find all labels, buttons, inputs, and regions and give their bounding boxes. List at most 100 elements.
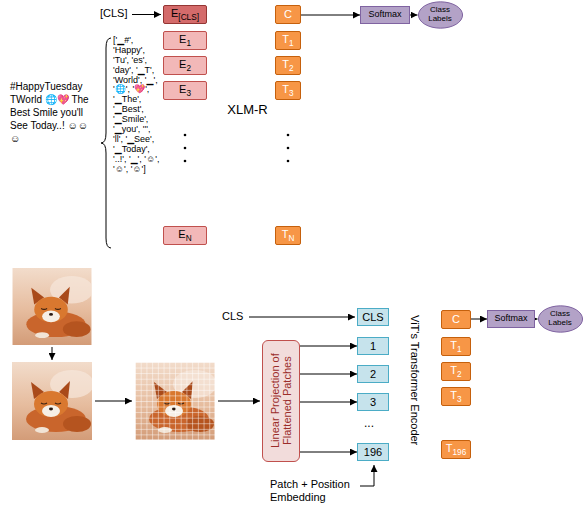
node-text: Class Labels <box>425 6 455 24</box>
output-box: T196 <box>441 440 471 459</box>
ellipsis: ... <box>364 416 374 430</box>
output-box: T1 <box>441 337 471 356</box>
embedding-box: E[CLS] <box>163 5 207 24</box>
projection-box: Linear Projection of Flattened Patches <box>262 340 300 462</box>
fox-photo-patches <box>135 362 217 440</box>
output-box: TN <box>275 226 301 245</box>
embedding-box: E2 <box>163 56 207 75</box>
node-text: T1 <box>282 33 293 48</box>
class-ellipse: Class Labels <box>538 305 583 333</box>
node-text: T3 <box>450 389 461 404</box>
node-label: E <box>178 228 185 240</box>
node-label: C <box>284 8 292 20</box>
node-label: T <box>282 83 289 95</box>
drawing-part <box>13 268 94 345</box>
node-label: 3 <box>370 396 376 408</box>
node-label: 2 <box>457 370 462 379</box>
node-label: 3 <box>457 395 462 404</box>
node-label: T <box>282 228 289 240</box>
embedding-box: E1 <box>163 31 207 50</box>
drawing-part <box>12 362 94 440</box>
drawing-part <box>249 317 355 318</box>
node-text: 1 <box>370 340 376 352</box>
node-text: 3 <box>370 396 376 408</box>
node-label: C <box>452 313 460 325</box>
arrow-connector <box>300 346 357 347</box>
node-label: Linear Projection of Flattened Patches <box>269 354 293 449</box>
arrow-connector <box>300 374 357 375</box>
node-label: Class Labels <box>548 309 572 327</box>
node-text: C <box>284 8 292 20</box>
node-label: E <box>179 58 186 70</box>
model-block: XLM-RE[CLS]E1E2E3ENCT1T2T3TN <box>150 3 345 251</box>
node-text: CLS <box>362 311 383 323</box>
node-label: N <box>288 234 294 243</box>
class-ellipse: Class Labels <box>418 1 463 29</box>
ellipse-shape <box>538 306 582 332</box>
node-text: Linear Projection of Flattened Patches <box>269 344 293 458</box>
node-label: E <box>171 7 178 19</box>
node-text: T196 <box>446 442 467 457</box>
node-label: T <box>282 58 289 70</box>
cls-label: CLS <box>222 310 243 323</box>
token-brace <box>101 38 111 248</box>
fox-photo <box>13 268 94 345</box>
embedding-note: Patch + Position Embedding <box>270 478 370 504</box>
node-text: Softmax <box>368 10 401 20</box>
node-label: T <box>450 364 457 376</box>
node-label: 1 <box>457 345 462 354</box>
node-label: 1 <box>186 39 191 48</box>
embedding-box: EN <box>163 226 207 245</box>
drawing-part <box>135 362 215 440</box>
tweet-text: #HappyTuesday TWorld 🌐💖 The Best Smile y… <box>10 80 98 145</box>
node-label: 196 <box>452 448 466 457</box>
node-label: T <box>446 442 453 454</box>
drawing-part <box>95 401 132 402</box>
node-label: 1 <box>370 340 376 352</box>
drawing-part <box>218 401 260 402</box>
fox-photo-resized <box>12 362 94 440</box>
node-label: E <box>179 33 186 45</box>
drawing-part <box>52 347 53 360</box>
node-text: T2 <box>450 364 461 379</box>
softmax-box: Softmax <box>360 6 410 24</box>
node-text: TN <box>282 228 295 243</box>
arrow-connector <box>300 452 357 453</box>
output-box: T1 <box>275 31 301 50</box>
node-label: 2 <box>370 368 376 380</box>
node-label: 1 <box>289 39 294 48</box>
node-text: C <box>452 313 460 325</box>
node-label: [CLS] <box>178 13 199 22</box>
node-text: E3 <box>179 83 191 98</box>
node-text: E2 <box>179 58 191 73</box>
node-label: 2 <box>289 64 294 73</box>
node-text: 196 <box>364 446 382 458</box>
token-box: 1 <box>357 337 389 355</box>
token-box: 3 <box>357 393 389 411</box>
node-text: EN <box>178 228 191 243</box>
node-text: Softmax <box>494 314 527 324</box>
node-text: T1 <box>450 339 461 354</box>
node-label: N <box>186 234 192 243</box>
embedding-box: E3 <box>163 81 207 100</box>
node-label: T <box>450 389 457 401</box>
softmax-box: Softmax <box>487 310 535 328</box>
token-box: CLS <box>357 308 389 326</box>
node-label: 3 <box>186 89 191 98</box>
node-label: ViT's Transformer Encoder <box>409 315 421 445</box>
cls-token-label: [CLS] <box>100 7 128 20</box>
output-box: C <box>275 5 301 24</box>
node-label: 3 <box>289 89 294 98</box>
node-label: T <box>282 33 289 45</box>
arrow-connector <box>535 319 538 320</box>
arrow-connector <box>300 402 357 403</box>
ellipse-shape <box>418 2 462 28</box>
arrow-connector <box>410 15 418 16</box>
node-text: 2 <box>370 368 376 380</box>
node-text: T3 <box>282 83 293 98</box>
drawing-part <box>135 362 215 440</box>
drawing-part <box>360 465 374 486</box>
node-text: ViT's Transformer Encoder <box>409 315 421 445</box>
node-label: XLM-R <box>227 102 267 117</box>
output-box: C <box>441 310 471 329</box>
